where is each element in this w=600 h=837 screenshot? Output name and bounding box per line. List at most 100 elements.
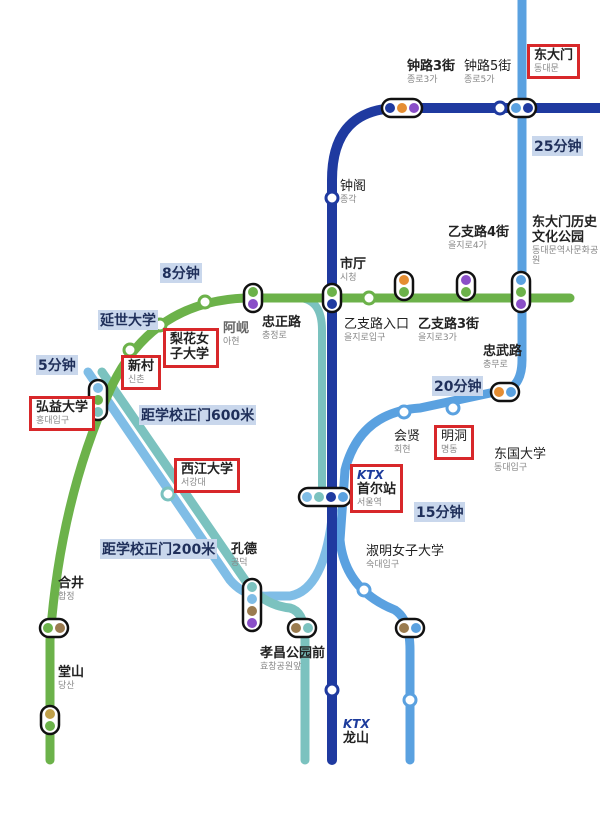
line-dot-line9 bbox=[45, 709, 55, 719]
line-dot-line5 bbox=[461, 275, 471, 285]
station-yonsei[interactable]: 延世大学 bbox=[98, 310, 158, 330]
station-name-ko: 명동 bbox=[441, 444, 458, 455]
line-dot-line2 bbox=[43, 623, 53, 633]
line-dot-line3 bbox=[397, 103, 407, 113]
station-name-ko: 신촌 bbox=[128, 374, 145, 385]
line-dot-line4 bbox=[411, 623, 421, 633]
line-dot-gyeongui bbox=[303, 623, 313, 633]
station-marker[interactable] bbox=[445, 400, 461, 416]
station-marker[interactable] bbox=[160, 486, 176, 502]
station-name: 合井 bbox=[58, 576, 85, 591]
station-name: 忠正路 bbox=[262, 315, 302, 330]
ktx-logo: KTX bbox=[343, 717, 370, 731]
line-dot-gyeongui bbox=[247, 582, 257, 592]
station-ewha[interactable]: 梨花女子大学 bbox=[163, 328, 219, 368]
station-name: 钟路3街 bbox=[407, 59, 456, 74]
station-name: 新村 bbox=[128, 359, 155, 374]
station-name-ko: 충무로 bbox=[483, 359, 508, 370]
station-name-ko: 동대입구 bbox=[494, 462, 528, 473]
ktx-logo: KTX bbox=[357, 468, 384, 482]
station-name: 首尔站 bbox=[357, 481, 397, 497]
station-marker[interactable] bbox=[197, 294, 213, 310]
line-dot-line2 bbox=[399, 287, 409, 297]
time-label-8min: 8分钟 bbox=[160, 263, 202, 283]
station-name-ko: 동대문 bbox=[534, 63, 559, 74]
station-name-ko: 합정 bbox=[58, 591, 75, 602]
station-name: 堂山 bbox=[58, 665, 85, 680]
time-label-20min: 20分钟 bbox=[432, 376, 484, 396]
line-dot-line4 bbox=[516, 275, 526, 285]
station-marker[interactable] bbox=[324, 682, 340, 698]
station-name-ko: 충정로 bbox=[262, 330, 287, 341]
station-marker[interactable] bbox=[402, 692, 418, 708]
line-dot-line1 bbox=[385, 103, 395, 113]
station-marker[interactable] bbox=[361, 290, 377, 306]
line-dot-line6 bbox=[55, 623, 65, 633]
station-marker[interactable] bbox=[492, 100, 508, 116]
station-marker[interactable] bbox=[356, 582, 372, 598]
line-dot-line4 bbox=[511, 103, 521, 113]
station-marker[interactable] bbox=[324, 190, 340, 206]
station-name: 梨花女子大学 bbox=[170, 332, 210, 362]
station-name-ko: 숙대입구 bbox=[366, 559, 400, 570]
station-marker[interactable] bbox=[396, 404, 412, 420]
line-dot-line3 bbox=[494, 387, 504, 397]
line-dot-line2 bbox=[516, 287, 526, 297]
line-dot-line5 bbox=[247, 618, 257, 628]
station-name: 淑明女子大学 bbox=[366, 544, 445, 559]
station-name-ko: 아현 bbox=[223, 336, 240, 347]
line-dot-line2 bbox=[461, 287, 471, 297]
station-name: 钟路5街 bbox=[464, 59, 512, 74]
line-dot-line4 bbox=[338, 492, 348, 502]
station-name: 会贤 bbox=[394, 429, 421, 444]
station-name-ko: 서강대 bbox=[181, 477, 206, 488]
line-dot-airport bbox=[93, 383, 103, 393]
interchange-marker[interactable] bbox=[241, 577, 263, 633]
station-name-ko: 종각 bbox=[340, 194, 357, 205]
line-dot-airport bbox=[247, 594, 257, 604]
station-name-ko: 종로3가 bbox=[407, 74, 438, 85]
line-dot-line2 bbox=[248, 287, 258, 297]
time-label-25min: 25分钟 bbox=[532, 136, 584, 156]
station-name-ko: 을지로3가 bbox=[418, 332, 457, 343]
station-name: 东大门历史文化公园 bbox=[532, 215, 598, 245]
station-name: 钟阁 bbox=[340, 179, 367, 194]
station-name: 明洞 bbox=[441, 429, 468, 444]
station-name-ko: 동대문역사문화공원 bbox=[532, 245, 599, 267]
gyeongui-line-2 bbox=[296, 294, 326, 504]
station-name-ko: 을지로입구 bbox=[344, 332, 386, 343]
station-name: 乙支路入口 bbox=[344, 317, 410, 332]
station-name: 东大门 bbox=[534, 48, 574, 63]
station-name-ko: 당산 bbox=[58, 680, 75, 691]
line-dot-line3 bbox=[399, 275, 409, 285]
station-name: 阿岘 bbox=[223, 321, 250, 336]
airport-line bbox=[83, 367, 338, 601]
line-dot-gyeongui bbox=[314, 492, 324, 502]
station-name: 孔德 bbox=[231, 542, 258, 557]
